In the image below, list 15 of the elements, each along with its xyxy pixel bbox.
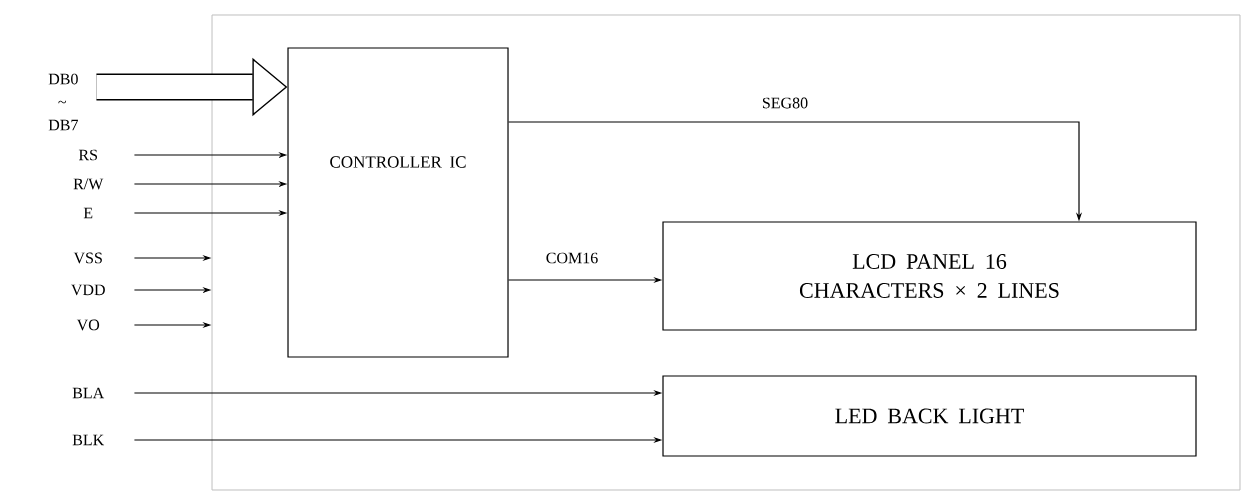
backlight-box: LED BACK LIGHT bbox=[662, 375, 1197, 457]
edge-label: SEG80 bbox=[760, 96, 810, 110]
edge-label: COM16 bbox=[544, 251, 600, 265]
pin-label: VSS bbox=[73, 252, 102, 264]
pin-label: E bbox=[83, 207, 93, 219]
pin-label: VDD bbox=[71, 284, 105, 296]
controller-box: CONTROLLER IC bbox=[287, 47, 509, 358]
pin-label: R/W bbox=[73, 178, 104, 190]
pin-label: BLK bbox=[72, 434, 105, 446]
pin-label: BLA bbox=[72, 387, 105, 399]
pin-label: DB0 ~ DB7 bbox=[48, 73, 78, 131]
module-frame bbox=[211, 14, 1241, 491]
pin-label: VO bbox=[76, 319, 100, 331]
panel-box: LCD PANEL 16 CHARACTERS × 2 LINES bbox=[662, 221, 1197, 331]
pin-label: RS bbox=[78, 149, 97, 161]
